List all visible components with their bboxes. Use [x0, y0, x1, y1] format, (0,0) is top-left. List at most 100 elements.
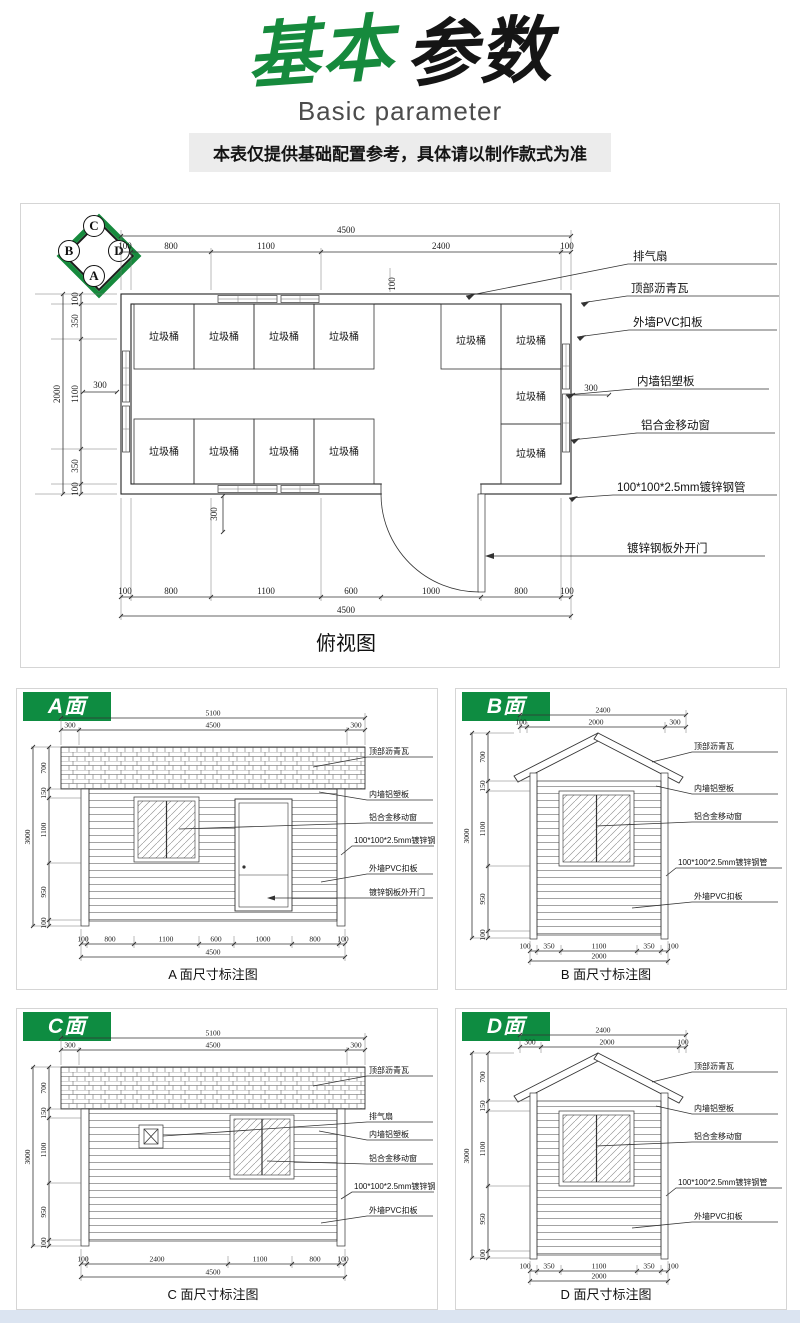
- dim-value: 100: [77, 1255, 89, 1264]
- plan-bins: [133, 303, 562, 485]
- compass-a: A: [83, 265, 105, 287]
- dim-value: 2000: [52, 385, 62, 404]
- panel-a-tab: A面: [23, 692, 111, 721]
- callout-label: 顶部沥青瓦: [694, 741, 734, 751]
- dim-value: 1000: [422, 586, 441, 596]
- dim-value: 2400: [150, 1255, 165, 1264]
- bin-label: 垃圾桶: [329, 445, 359, 458]
- dim-value: 2400: [596, 706, 611, 715]
- bin-label: 垃圾桶: [456, 334, 486, 347]
- plan-section: C B D A: [20, 203, 780, 668]
- dim-value: 150: [39, 1107, 48, 1119]
- dim-value: 100: [560, 586, 574, 596]
- dim-value: 3000: [462, 1148, 471, 1163]
- dim-value: 1100: [478, 1141, 487, 1156]
- dim-value: 1100: [70, 385, 80, 403]
- dim-value: 350: [543, 1262, 555, 1271]
- elevation-d-dims: 2400 300 2000 100 3000 700 150 1100 950 …: [462, 1026, 689, 1285]
- dim-value: 700: [39, 1082, 48, 1094]
- dim-value: 100: [118, 586, 132, 596]
- dim-value: 700: [39, 762, 48, 774]
- dim-value: 800: [104, 935, 116, 944]
- callout-label: 外墙PVC扣板: [369, 863, 417, 873]
- elevation-c-dims: 5100 300 4500 300 3000 700 150 1100 950 …: [23, 1029, 368, 1281]
- elevation-a-dims: 5100 300 4500 300 3000 700 150 1100 950 …: [23, 709, 368, 961]
- plan-callouts: 排气扇 顶部沥青瓦 外墙PVC扣板 内墙铝塑板 铝合金移动窗 100*100*2…: [465, 249, 779, 559]
- plan-wall-windows: [122, 295, 570, 493]
- callout-label: 外墙PVC扣板: [694, 1211, 742, 1221]
- elevation-c-structure: [60, 1066, 366, 1247]
- callout-label: 铝合金移动窗: [369, 1153, 417, 1163]
- compass-b: B: [58, 240, 80, 262]
- dim-value: 150: [478, 1100, 487, 1112]
- dim-value: 300: [350, 1041, 362, 1050]
- callout-label: 内墙铝塑板: [694, 783, 734, 793]
- dim-value: 100: [70, 482, 80, 496]
- callout-label: 铝合金移动窗: [694, 811, 742, 821]
- callout-label: 顶部沥青瓦: [631, 281, 689, 295]
- callout-label: 外墙PVC扣板: [369, 1205, 417, 1215]
- page-title-black: 参数: [403, 6, 555, 97]
- callout-label: 铝合金移动窗: [694, 1131, 742, 1141]
- panel-c-caption: C 面尺寸标注图: [167, 1287, 258, 1302]
- dim-value: 1100: [39, 822, 48, 837]
- elevation-a-door: [234, 798, 293, 912]
- panel-d: D面: [455, 1008, 787, 1310]
- dim-value: 100: [560, 241, 574, 251]
- elevation-c-window: [229, 1114, 295, 1180]
- elevation-d-callouts: 顶部沥青瓦 内墙铝塑板 铝合金移动窗 100*100*2.5mm镀锌钢管 外墙P…: [595, 1061, 782, 1229]
- dim-value: 350: [643, 942, 655, 951]
- plan-walls: [120, 293, 572, 496]
- bin-label: 垃圾桶: [209, 330, 239, 343]
- elevation-c-drawing: 5100 300 4500 300 3000 700 150 1100 950 …: [23, 1029, 435, 1303]
- dim-value: 1100: [253, 1255, 268, 1264]
- dim-value: 100: [515, 718, 527, 727]
- callout-label: 顶部沥青瓦: [369, 746, 409, 756]
- elevation-d-structure: [513, 1052, 684, 1260]
- plan-door: [380, 493, 486, 593]
- dim-value: 150: [39, 787, 48, 799]
- dim-value: 4500: [337, 225, 356, 235]
- callout-label: 内墙铝塑板: [369, 1129, 409, 1139]
- panel-c-tab: C面: [23, 1012, 111, 1041]
- callout-label: 排气扇: [633, 249, 668, 263]
- dim-value: 1100: [592, 1262, 607, 1271]
- panel-b: B面: [455, 688, 787, 990]
- dim-value: 950: [478, 893, 487, 905]
- dim-value: 3000: [23, 829, 32, 844]
- elevation-c-callouts: 顶部沥青瓦 排气扇 内墙铝塑板 铝合金移动窗 100*100*2.5mm镀锌钢管…: [162, 1065, 435, 1224]
- elevation-a-window: [133, 796, 200, 863]
- dim-value: 3000: [23, 1149, 32, 1164]
- dim-value: 600: [210, 935, 222, 944]
- dim-value: 350: [543, 942, 555, 951]
- notice-bar: 本表仅提供基础配置参考，具体请以制作款式为准: [189, 133, 611, 172]
- plan-bin-labels: 垃圾桶 垃圾桶 垃圾桶 垃圾桶 垃圾桶 垃圾桶 垃圾桶 垃圾桶 垃圾桶 垃圾桶 …: [149, 330, 546, 460]
- dim-value: 800: [164, 586, 178, 596]
- compass-c: C: [83, 215, 105, 237]
- callout-label: 顶部沥青瓦: [369, 1065, 409, 1075]
- dim-value: 1100: [159, 935, 174, 944]
- dim-value: 1100: [478, 821, 487, 836]
- dim-value: 700: [478, 751, 487, 763]
- page-title: 基本参数: [0, 4, 800, 99]
- elevation-a-structure: [60, 746, 366, 927]
- dim-value: 100: [118, 241, 132, 251]
- callout-label: 镀锌钢板外开门: [369, 887, 425, 897]
- dim-value: 2000: [589, 718, 604, 727]
- panel-d-caption: D 面尺寸标注图: [560, 1287, 651, 1302]
- callout-label: 内墙铝塑板: [694, 1103, 734, 1113]
- dim-value: 2000: [600, 1038, 615, 1047]
- elevation-d-drawing: 2400 300 2000 100 3000 700 150 1100 950 …: [462, 1026, 782, 1302]
- panel-a: A面: [16, 688, 438, 990]
- callout-label: 铝合金移动窗: [641, 418, 710, 432]
- footer-strip: [0, 1310, 800, 1323]
- dim-value: 300: [64, 1041, 76, 1050]
- bin-label: 垃圾桶: [516, 334, 546, 347]
- callout-label: 排气扇: [369, 1111, 393, 1121]
- bin-label: 垃圾桶: [269, 330, 299, 343]
- callout-label: 100*100*2.5mm镀锌钢管: [354, 835, 435, 845]
- dim-value: 4500: [206, 948, 221, 957]
- dim-value: 300: [669, 718, 681, 727]
- dim-value: 300: [524, 1038, 536, 1047]
- callout-label: 外墙PVC扣板: [694, 891, 742, 901]
